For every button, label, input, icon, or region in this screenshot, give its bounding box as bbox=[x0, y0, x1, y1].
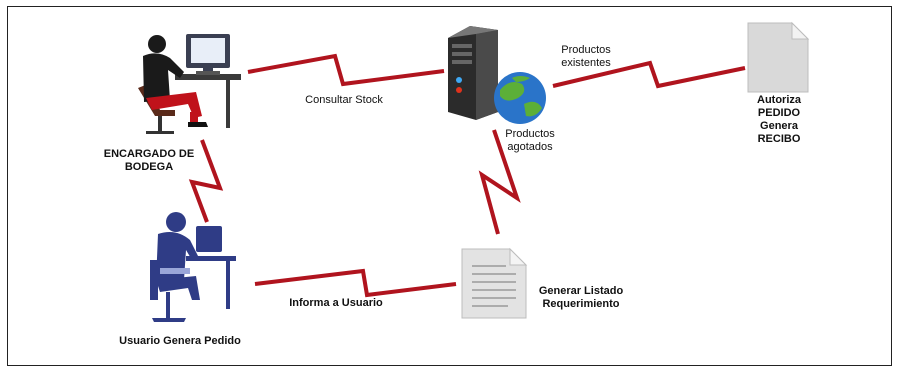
connector-server-listado bbox=[478, 129, 521, 235]
document-icon bbox=[461, 247, 528, 319]
usuario-genera-pedido-label: Usuario Genera Pedido bbox=[119, 335, 241, 347]
connector-encargado-usuario bbox=[188, 139, 224, 223]
server-globe-icon bbox=[448, 26, 546, 124]
document-icon bbox=[747, 21, 810, 93]
productos-existentes-label: Productos existentes bbox=[561, 44, 611, 69]
productos-agotados-label: Productos agotados bbox=[505, 128, 555, 153]
diagram-canvas bbox=[138, 21, 810, 322]
autoriza-pedido-label: Autoriza PEDIDO Genera RECIBO bbox=[757, 94, 801, 145]
consultar-stock-label: Consultar Stock bbox=[305, 94, 383, 106]
informa-usuario-label: Informa a Usuario bbox=[289, 297, 383, 309]
user-computer-icon bbox=[150, 212, 236, 322]
generar-listado-label: Generar Listado Requerimiento bbox=[538, 285, 624, 310]
connector-encargado-server bbox=[247, 53, 445, 87]
encargado-bodega-label: ENCARGADO DE BODEGA bbox=[103, 148, 195, 173]
connector-server-autoriza bbox=[552, 60, 746, 89]
office-worker-computer-icon bbox=[138, 34, 241, 134]
connector-usuario-listado bbox=[254, 268, 457, 298]
